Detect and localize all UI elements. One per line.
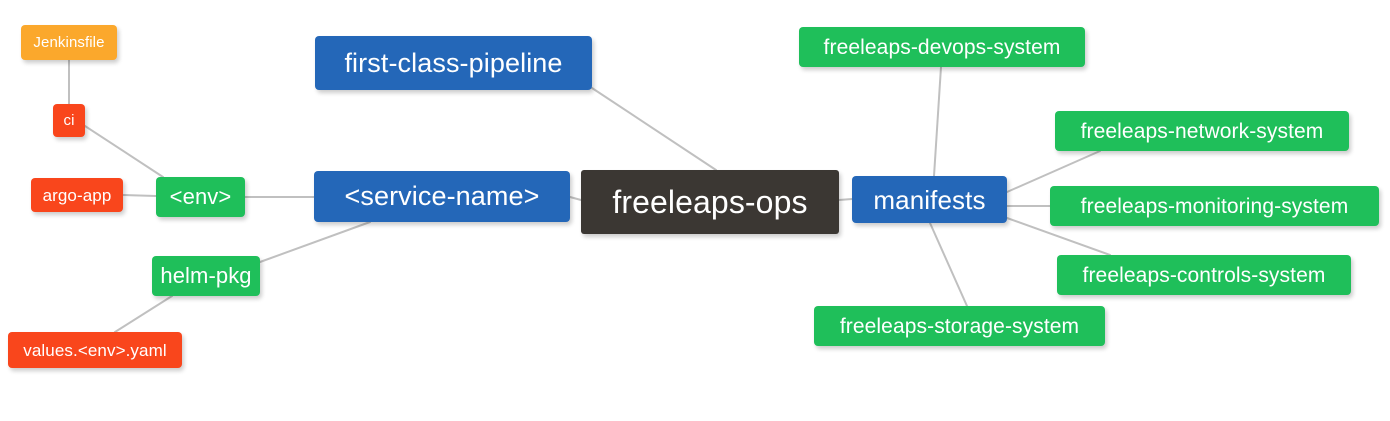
node-freeleaps-network-system[interactable]: freeleaps-network-system (1055, 111, 1349, 151)
edge-helm-values (114, 295, 173, 333)
node-freeleaps-storage-system[interactable]: freeleaps-storage-system (814, 306, 1105, 346)
edge-env-argo (122, 194, 157, 197)
node-helm-pkg[interactable]: helm-pkg (152, 256, 260, 296)
edge-root-service (569, 196, 582, 201)
edge-manifests-storage (929, 222, 968, 307)
node-freeleaps-devops-system[interactable]: freeleaps-devops-system (799, 27, 1085, 67)
edge-root-manifests (838, 198, 853, 201)
node-service-name[interactable]: <service-name> (314, 171, 570, 222)
node-argo-app[interactable]: argo-app (31, 178, 123, 212)
node-first-class-pipeline[interactable]: first-class-pipeline (315, 36, 592, 90)
node-manifests[interactable]: manifests (852, 176, 1007, 223)
edge-env-ci (84, 125, 164, 178)
edge-service-helm (259, 221, 371, 263)
edge-manifests-devops (933, 66, 942, 177)
node-freeleaps-monitoring-system[interactable]: freeleaps-monitoring-system (1050, 186, 1379, 226)
node-freeleaps-controls-system[interactable]: freeleaps-controls-system (1057, 255, 1351, 295)
node-ci[interactable]: ci (53, 104, 85, 137)
node-env[interactable]: <env> (156, 177, 245, 217)
node-values-env-yaml[interactable]: values.<env>.yaml (8, 332, 182, 368)
node-jenkinsfile[interactable]: Jenkinsfile (21, 25, 117, 60)
node-freeleaps-ops[interactable]: freeleaps-ops (581, 170, 839, 234)
edge-root-pipeline (591, 87, 717, 171)
